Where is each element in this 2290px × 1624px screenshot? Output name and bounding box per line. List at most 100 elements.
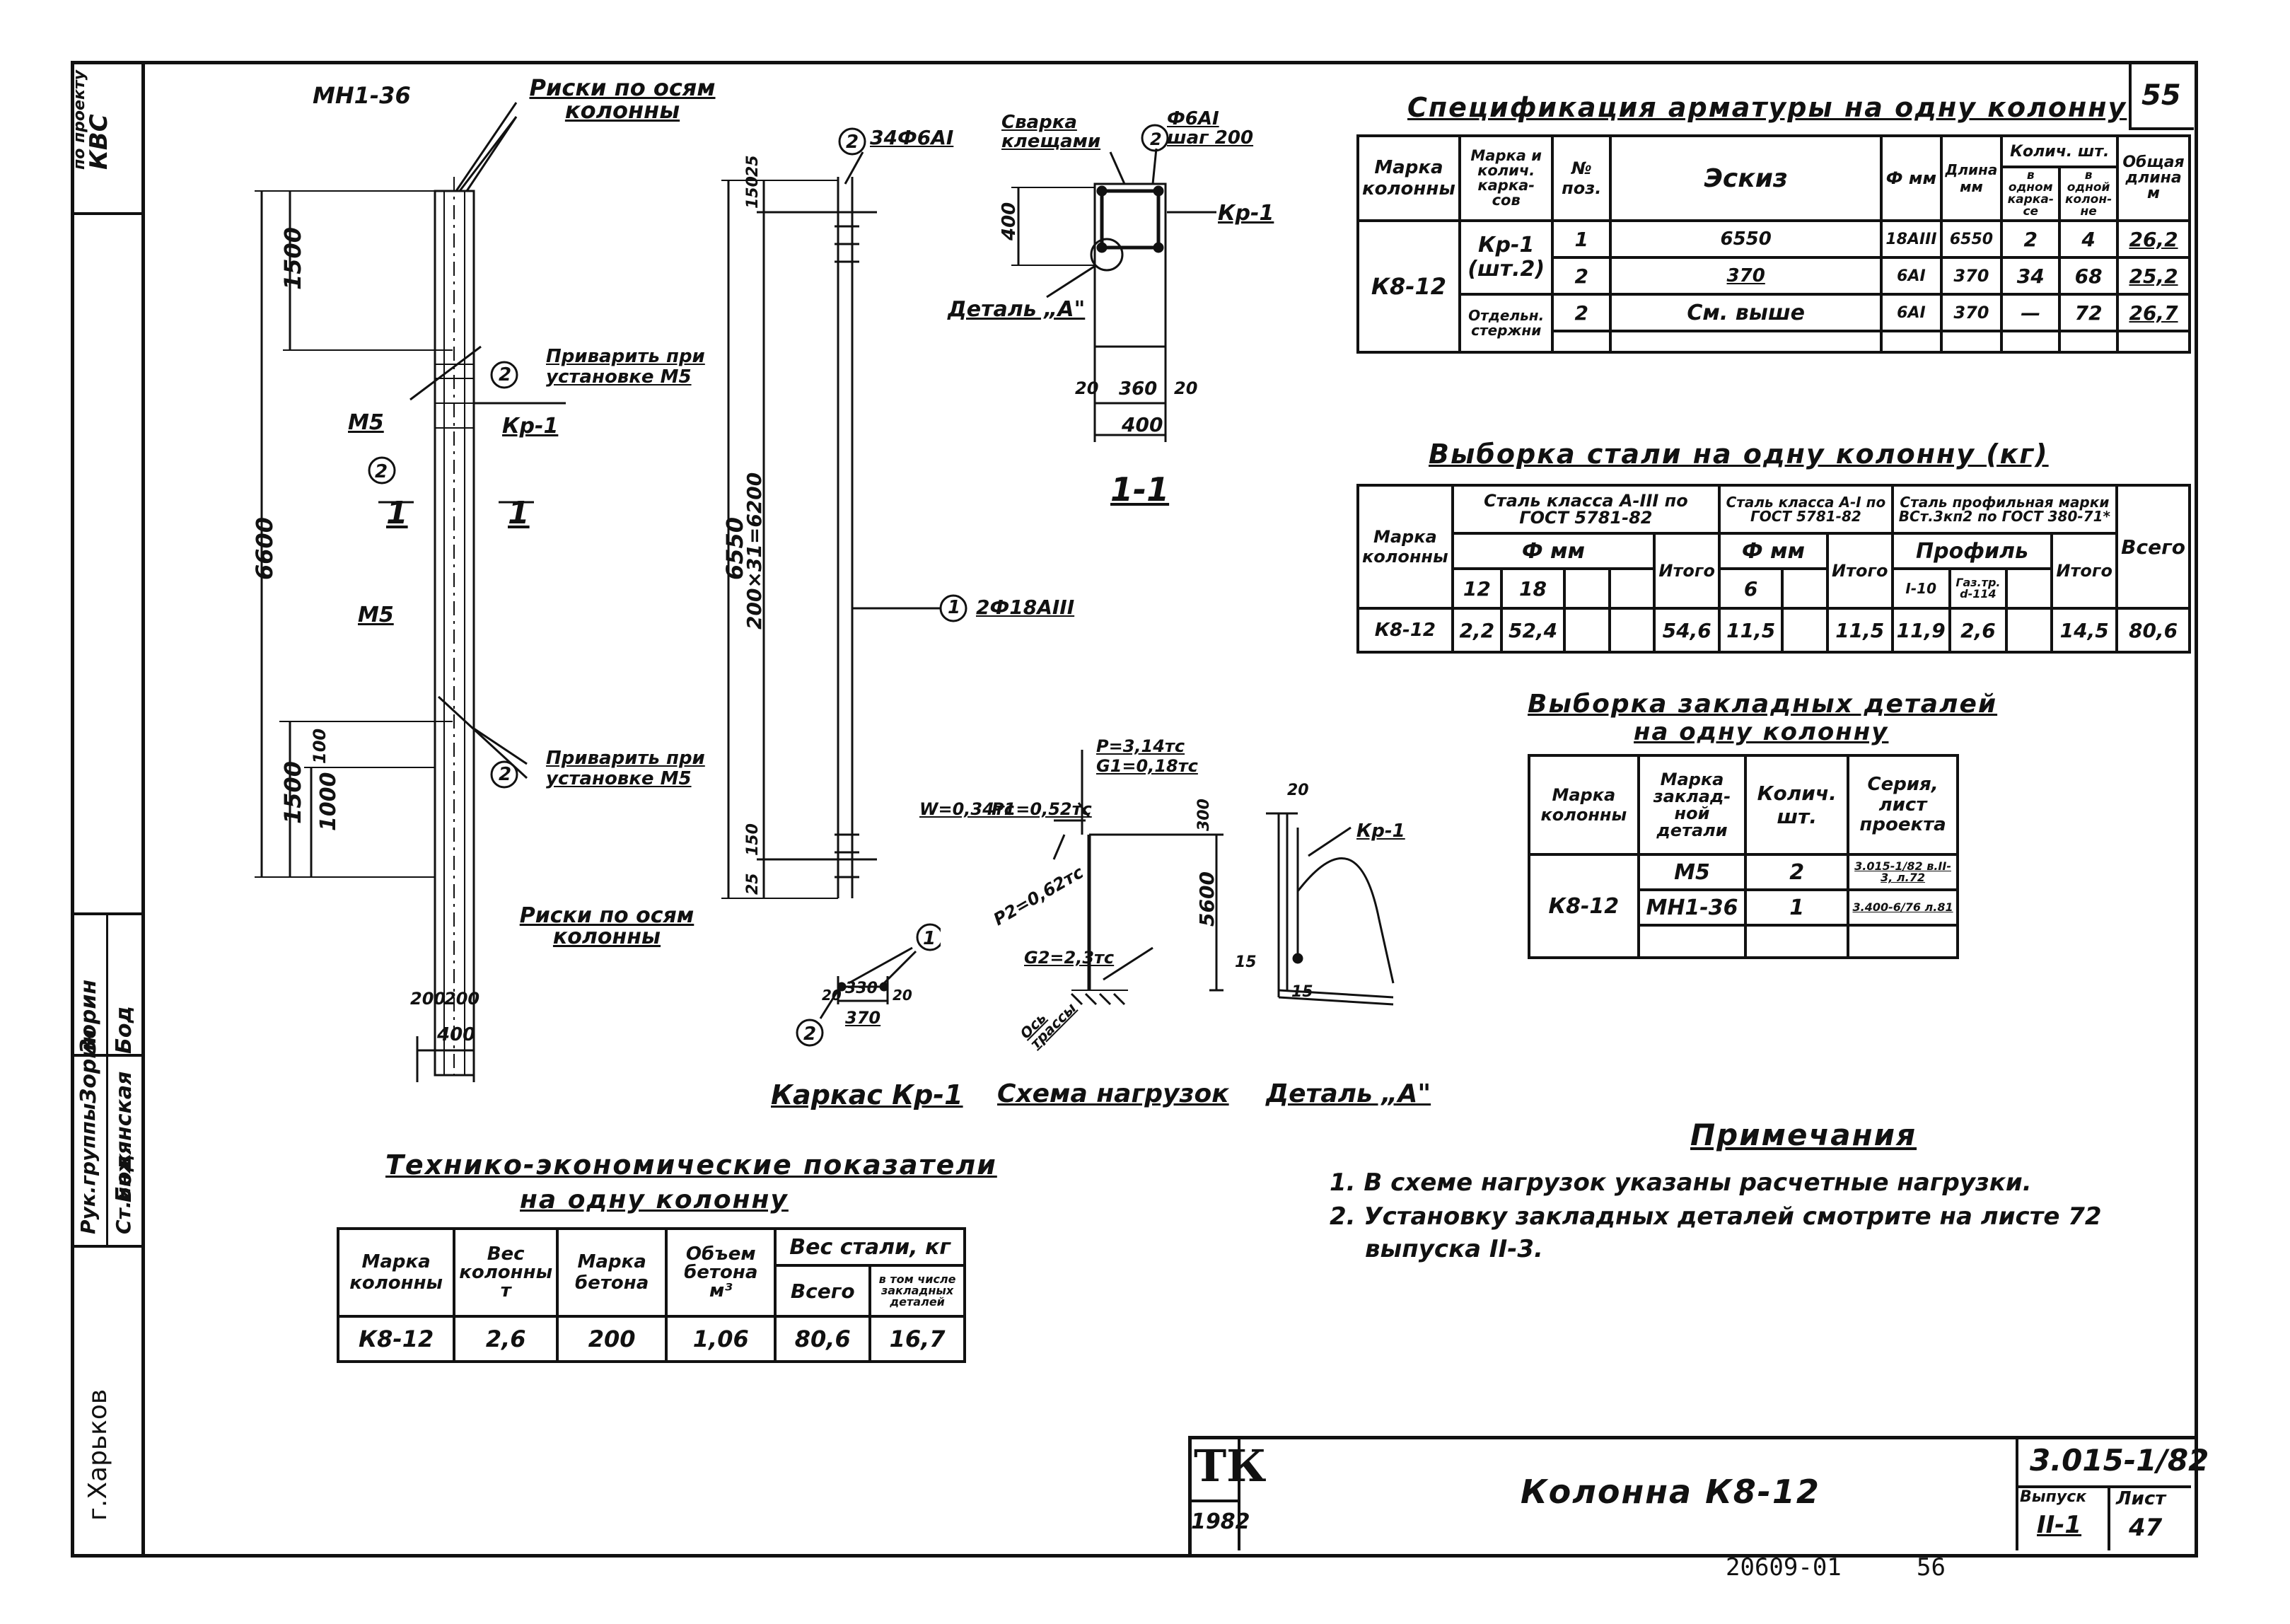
sheet-title: Колонна К8-12 [1521, 1473, 1820, 1511]
side-divider [71, 212, 141, 215]
cage-circle-2: 2 [846, 132, 859, 153]
spec-pos: 2 [1551, 256, 1612, 296]
note-1: 1. В схеме нагрузок указаны расчетные на… [1330, 1168, 2032, 1197]
cage-dim-25a: 25 [744, 155, 762, 177]
cage-dim-pitch: 200×31=6200 [743, 472, 766, 630]
tech-h-steel: Вес стали, кг [774, 1227, 966, 1267]
cage-label-pos1: 2Ф18АIII [976, 596, 1075, 619]
emb-row-series: 3.015-1/82 в.II-3, л.72 [1847, 853, 1959, 891]
spec-h-qty-cage: в одном карка-се [2000, 166, 2062, 222]
side-city: г.Харьков [83, 1388, 112, 1521]
steel-row-mark: К8-12 [1356, 607, 1454, 654]
steel-h-d18: 18 [1499, 567, 1567, 610]
side-label-kvs: КВС [85, 114, 113, 170]
steel-h-phi2: Ф мм [1718, 532, 1829, 570]
spec-sketch: 6550 [1609, 219, 1883, 259]
spec-qty-col: 68 [2058, 256, 2120, 296]
label-m5-b: М5 [358, 603, 394, 627]
section-dim-400v: 400 [999, 202, 1020, 240]
load-scheme-title: Схема нагрузок [997, 1079, 1229, 1108]
label-m5-a: М5 [348, 410, 384, 435]
cage-detail-20b: 20 [893, 987, 912, 1004]
label-mn1-36: МН1-36 [313, 82, 411, 109]
archive-page: 56 [1917, 1553, 1946, 1582]
dim-1500-bottom: 1500 [279, 760, 306, 824]
steel-h-total-p: Итого [2050, 532, 2119, 610]
load-P1: P1=0,52тс [992, 799, 1092, 819]
load-P: P=3,14тс [1096, 736, 1185, 756]
cage-title: Каркас Кр-1 [771, 1079, 963, 1110]
emb-row-series: 3.400-6/76 л.81 [1847, 888, 1959, 927]
spec-sketch: 370 [1609, 256, 1883, 296]
tech-title-1: Технико-экономические показатели [385, 1149, 997, 1181]
note-2: 2. Установку закладных деталей смотрите … [1330, 1202, 2102, 1231]
note-3: выпуска II-3. [1365, 1235, 1543, 1263]
tech-h-concrete: Марка бетона [556, 1227, 668, 1318]
side-divider [71, 1245, 141, 1248]
embedded-title-1: Выборка закладных деталей [1528, 690, 1998, 719]
cage-detail-370: 370 [845, 1008, 881, 1028]
detail-a-title: Деталь „А" [1266, 1079, 1431, 1108]
emb-col-mark: К8-12 [1528, 853, 1640, 959]
spec-h-cage-mark: Марка и колич. карка-сов [1458, 134, 1554, 222]
steel-h-d12: 12 [1451, 567, 1503, 610]
spec-h-qty-col: в одной колон-не [2058, 166, 2120, 222]
drawing-frame [141, 61, 2198, 1558]
spec-qty-col: 4 [2058, 219, 2120, 259]
section-detail-a: Деталь „А" [948, 297, 1086, 322]
load-dim-5600: 5600 [1195, 871, 1219, 927]
cage-dim-150a: 150 [744, 176, 762, 209]
emb-h-col: Марка колонны [1528, 754, 1640, 856]
title-block-divider [2016, 1485, 2191, 1488]
archive-number: 20609-01 [1726, 1553, 1842, 1582]
emb-row-qty: 1 [1744, 888, 1850, 927]
section-dim-20b: 20 [1174, 378, 1198, 398]
title-block [1188, 1436, 2195, 1554]
spec-total: 26,7 [2116, 293, 2191, 332]
steel-h-profile: Профиль [1890, 532, 2054, 570]
dim-6600: 6600 [251, 516, 278, 580]
tech-h-incl: в том числе закладных деталей [868, 1264, 966, 1318]
emb-row-det: МН1-36 [1637, 888, 1748, 927]
dim-1500-top: 1500 [279, 226, 306, 290]
spec-diam: 18АIII [1880, 219, 1943, 259]
spec-qty-col: 72 [2058, 293, 2120, 332]
detail-a-dim-15b: 15 [1291, 983, 1313, 1001]
spec-diam: 6АI [1880, 293, 1943, 332]
spec-h-pos: № поз. [1551, 134, 1612, 222]
steel-table-title: Выборка стали на одну колонну (кг) [1429, 439, 2049, 470]
tech-row-concrete: 200 [556, 1315, 668, 1363]
spec-diam: 6АI [1880, 256, 1943, 296]
sheet-label: Лист [2116, 1488, 2166, 1509]
spec-h-sketch: Эскиз [1609, 134, 1883, 222]
tech-title-2: на одну колонну [520, 1185, 789, 1214]
steel-h-phi: Ф мм [1451, 532, 1656, 570]
tech-table: Марка колонны Вес колонны т Марка бетона… [336, 1227, 966, 1363]
steel-row-v18: 52,4 [1499, 607, 1567, 654]
stamp-tk: ТК [1194, 1440, 1267, 1492]
section-dim-360: 360 [1119, 378, 1158, 400]
emb-row-qty: 2 [1744, 853, 1850, 891]
label-kr1-a: Кр-1 [502, 414, 559, 439]
sheet-value: 47 [2129, 1514, 2163, 1542]
cage-detail-circle-2: 2 [803, 1023, 817, 1045]
spec-total: 26,2 [2116, 219, 2191, 259]
spec-qty-cage: — [2000, 293, 2062, 332]
side-divider-v [106, 912, 108, 1245]
series-number: 3.015-1/82 [2030, 1443, 2209, 1478]
spec-cage-mark: Кр-1 (шт.2) [1458, 219, 1554, 296]
section-mark-right: 1 [508, 495, 530, 531]
spec-pos: 1 [1551, 219, 1612, 259]
emb-h-series: Серия, лист проекта [1847, 754, 1959, 856]
steel-h-p2: Газ.тр. d-114 [1948, 567, 2009, 610]
load-scheme-drawing [1052, 750, 1224, 1006]
section-stirrup-label: Ф6АI шаг 200 [1167, 108, 1254, 149]
load-W: W=0,34тс [919, 799, 1014, 819]
side-title-strip [71, 61, 145, 1558]
load-G2: G2=2,3тс [1024, 948, 1115, 968]
steel-row-sum-a1: 11,5 [1825, 607, 1894, 654]
tech-row-mark: К8-12 [336, 1315, 456, 1363]
tech-h-weight: Вес колонны т [453, 1227, 559, 1318]
steel-row-v12: 2,2 [1451, 607, 1503, 654]
dim-200a: 200 [410, 989, 446, 1009]
